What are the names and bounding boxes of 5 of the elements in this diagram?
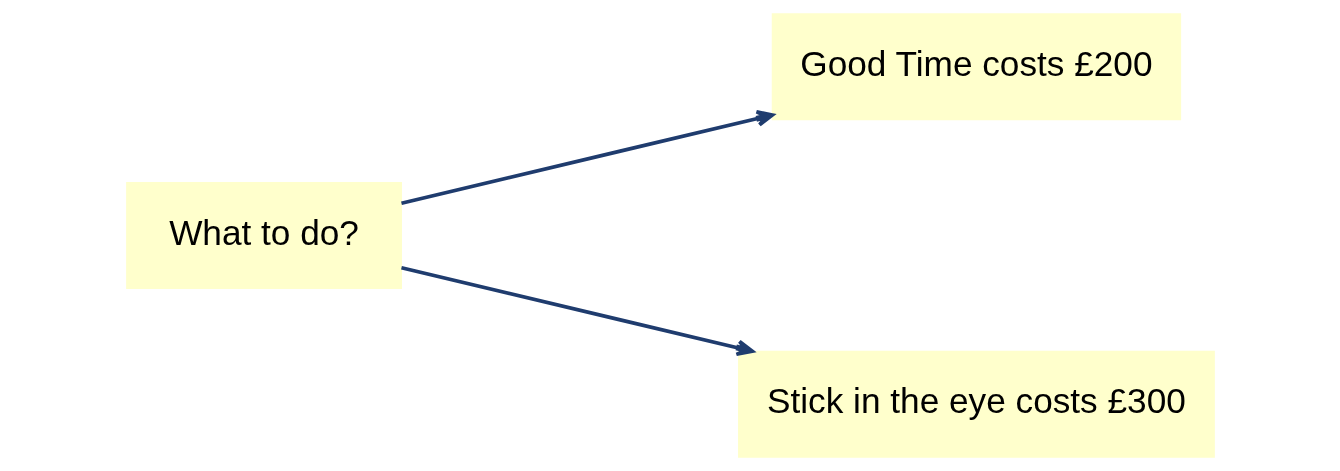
arrow xyxy=(400,110,774,205)
node-box: Stick in the eye costs £300 xyxy=(737,350,1215,458)
node-box: Good Time costs £200 xyxy=(771,13,1181,121)
arrow xyxy=(400,266,754,357)
node-box: What to do? xyxy=(125,181,402,290)
